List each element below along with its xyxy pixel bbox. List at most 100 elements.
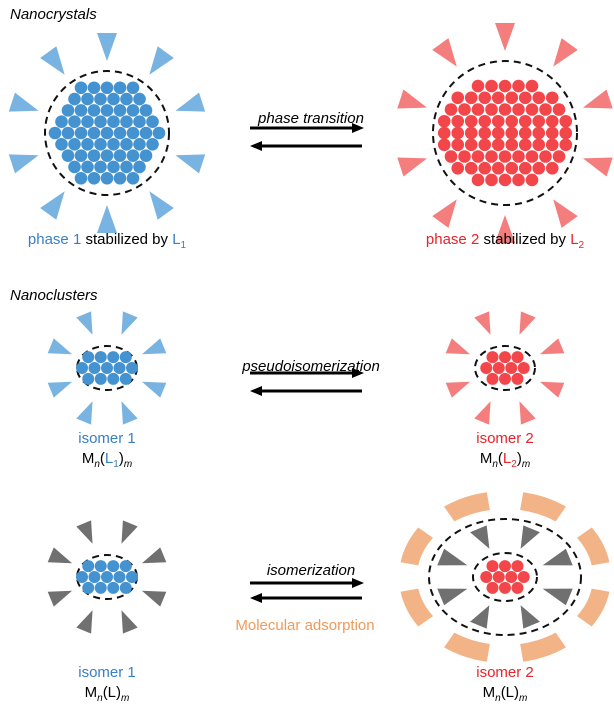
metal-atom (74, 149, 88, 162)
metal-atom (119, 351, 132, 364)
metal-atom (512, 79, 525, 93)
metal-atom (471, 79, 485, 93)
label-phase-1: phase 1 stabilized by L1 (27, 231, 187, 251)
ligand-wedge (542, 588, 573, 606)
adsorbed-molecule-shell (576, 527, 610, 566)
metal-atom (107, 560, 120, 573)
ligand-wedge (397, 89, 428, 109)
metal-atom (61, 149, 75, 162)
metal-atom (48, 126, 62, 140)
metal-atom (68, 115, 81, 128)
formula-isomer-2-row3: Mn(L)m (482, 684, 528, 704)
ligand-wedge (141, 381, 167, 398)
ligand-wedge (121, 520, 138, 544)
metal-atom (512, 103, 525, 116)
metal-atom (491, 91, 505, 105)
ligand-wedge (445, 381, 471, 398)
metal-atom (451, 91, 465, 105)
ligand-wedge (76, 520, 93, 544)
forward-arrowhead (352, 123, 364, 133)
metal-atom (505, 161, 519, 175)
adsorbed-molecule-shell (400, 527, 434, 566)
metal-atom (458, 150, 471, 163)
ligand-wedge (149, 191, 174, 220)
metal-atom (68, 160, 81, 174)
metal-atom (471, 173, 485, 187)
metal-atom (113, 81, 127, 95)
metal-atom (82, 581, 95, 594)
metal-atom (545, 138, 559, 152)
metal-atom (518, 126, 532, 140)
metal-atom (107, 138, 120, 151)
metal-atom (76, 571, 88, 583)
ligand-wedge (445, 338, 471, 355)
metal-atom (100, 81, 114, 95)
ligand-wedge (397, 157, 428, 177)
label-isomer-2-row3: isomer 2 (476, 664, 534, 681)
forward-arrowhead (352, 578, 364, 588)
metal-atom (480, 362, 493, 374)
ligand-wedge (47, 590, 73, 607)
metal-atom (94, 372, 107, 385)
ligand-wedge (582, 157, 613, 177)
metal-atom (107, 160, 120, 174)
ligand-wedge (47, 381, 73, 398)
arrow-label-pseudoisomerization: pseudoisomerization (242, 358, 380, 375)
nanocluster-boundary (474, 345, 536, 391)
forward-arrowhead (352, 368, 364, 378)
metal-atom (505, 138, 519, 152)
metal-atom (511, 560, 524, 573)
metal-atom (486, 372, 499, 385)
metal-atom (87, 149, 101, 162)
metal-atom (437, 114, 451, 128)
metal-atom (139, 126, 153, 140)
ligand-wedge (141, 338, 167, 355)
metal-atom (491, 138, 505, 152)
metal-atom (146, 115, 159, 128)
metal-atom (107, 115, 120, 128)
metal-atom (82, 560, 95, 573)
ligand-wedge (474, 311, 491, 335)
metal-atom (478, 114, 492, 128)
formula-isomer-2: Mn(L2)m (479, 450, 531, 470)
ligand-wedge (40, 46, 65, 75)
adsorbed-molecule-shell (400, 588, 434, 627)
metal-atom (87, 126, 101, 140)
ligand-wedge (519, 311, 536, 335)
metal-atom (525, 103, 539, 116)
metal-atom (94, 351, 107, 364)
metal-atom (525, 79, 539, 93)
metal-atom (478, 138, 492, 152)
ligand-wedge (121, 610, 138, 634)
metal-atom (525, 173, 539, 187)
metal-atom (498, 79, 512, 93)
metal-atom (485, 150, 498, 163)
arrow-label-phase-transition: phase transition (258, 110, 364, 127)
metal-atom (113, 571, 126, 583)
label-isomer-1-row3: isomer 1 (78, 664, 136, 681)
metal-atom (491, 114, 505, 128)
metal-atom (76, 362, 88, 374)
metal-atom (464, 138, 478, 152)
metal-atom (492, 571, 505, 583)
nanocrystal-boundary (432, 60, 578, 206)
section-title-nanocrystals: Nanocrystals (10, 6, 97, 23)
reverse-arrowhead (250, 593, 262, 603)
nanocluster-boundary (472, 552, 538, 602)
ligand-wedge (175, 154, 206, 174)
metal-atom (81, 92, 94, 106)
metal-atom (74, 104, 88, 117)
metal-atom (499, 581, 511, 594)
ligand-wedge (520, 605, 540, 629)
metal-atom (471, 103, 485, 116)
metal-atom (539, 103, 552, 116)
metal-atom (61, 126, 75, 140)
metal-atom (532, 114, 546, 128)
metal-atom (81, 138, 94, 151)
metal-atom (101, 571, 113, 583)
metal-atom (451, 161, 465, 175)
metal-atom (532, 138, 546, 152)
metal-atom (486, 560, 499, 573)
metal-atom (552, 150, 566, 163)
